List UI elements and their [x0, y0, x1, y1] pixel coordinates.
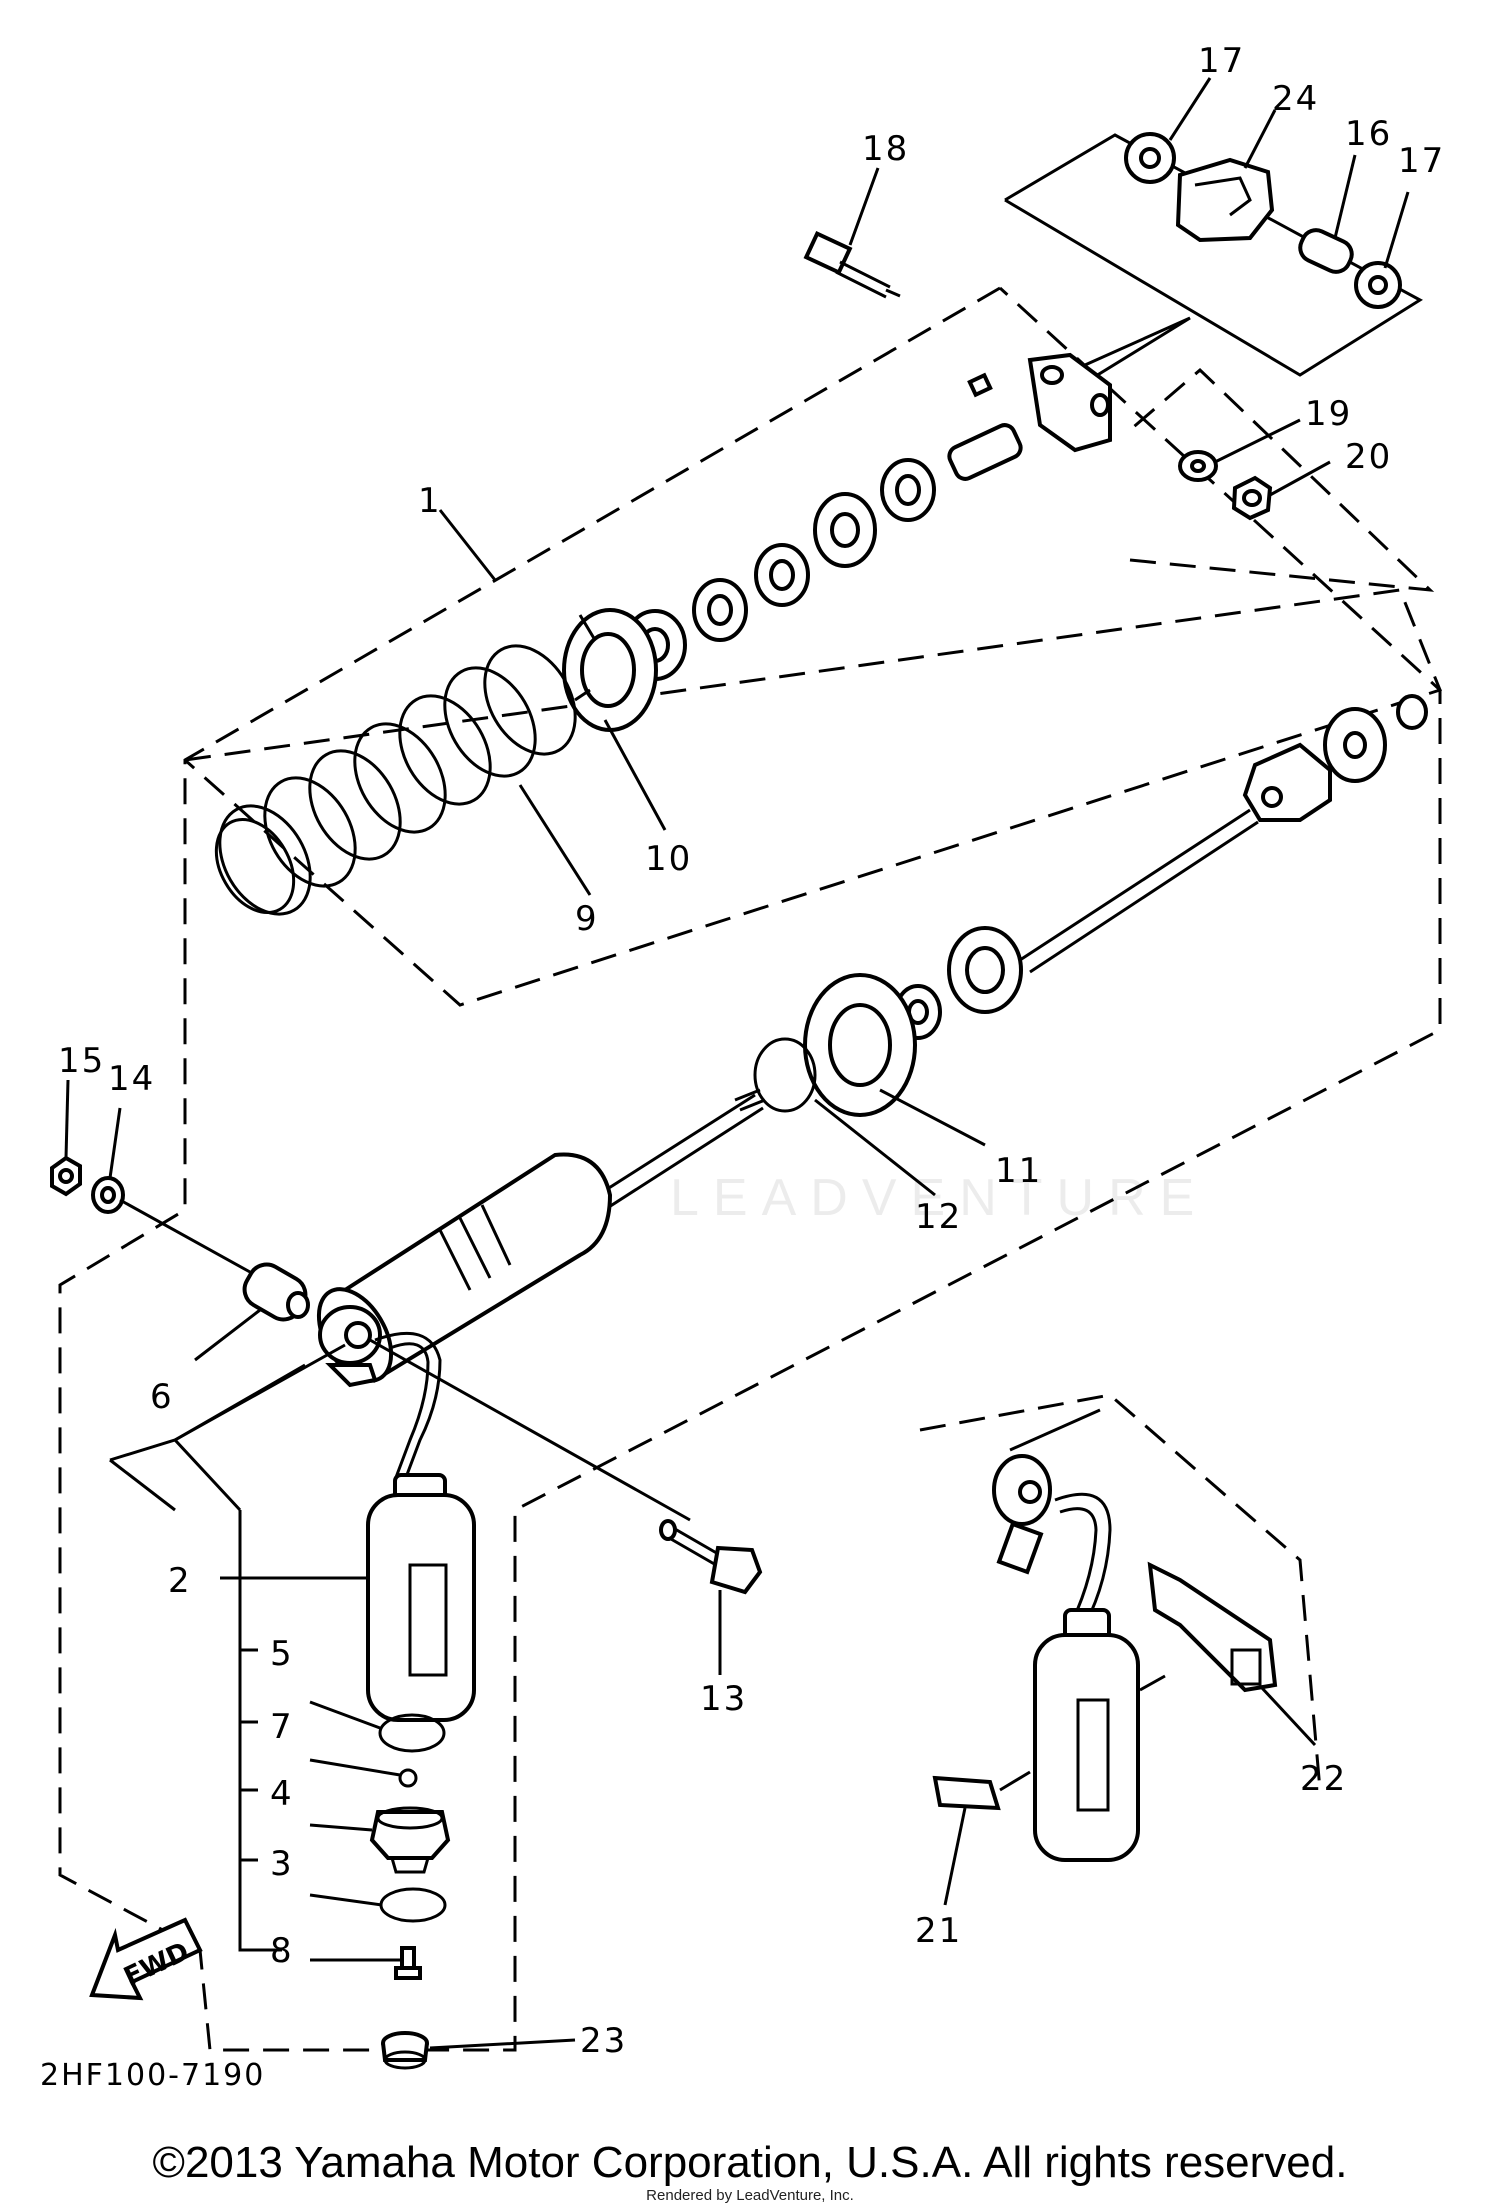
callout-2: 2: [168, 1561, 192, 1601]
band-22: [1147, 1561, 1278, 1693]
callout-24: 24: [1272, 79, 1319, 119]
washer-7: [398, 1768, 418, 1788]
nut-20: [1231, 475, 1273, 521]
collar-17-lower: [1354, 261, 1402, 309]
detail-hose: [1054, 1492, 1112, 1626]
callout-19: 19: [1305, 394, 1352, 434]
bolt-axis-line-left: [119, 1198, 251, 1274]
rod-end-bumper: [1242, 694, 1428, 822]
upper-clevis: [1027, 352, 1112, 453]
callout-17-lower: 17: [1398, 141, 1445, 181]
rod-guide: [947, 926, 1023, 1014]
callout-23: 23: [580, 2021, 627, 2061]
pad-21: [932, 1775, 1001, 1811]
screw-8: [394, 1946, 422, 1980]
copyright-notice: ©2013 Yamaha Motor Corporation, U.S.A. A…: [152, 2138, 1348, 2187]
bolt-18: [803, 230, 901, 299]
callout-1-bracket: [109, 1438, 242, 1512]
callout-13: 13: [700, 1679, 747, 1719]
shock-eye: [318, 1305, 382, 1388]
collar-6: [242, 1262, 310, 1322]
callout-1: 1: [418, 481, 442, 521]
cap-4: [369, 1806, 451, 1874]
callout-18: 18: [862, 129, 909, 169]
cap-23: [381, 2031, 429, 2070]
upper-bracket-outline: [1129, 367, 1435, 592]
callout-20: 20: [1345, 437, 1392, 477]
bolt-13: [659, 1519, 763, 1595]
collar-17-upper: [1124, 132, 1176, 184]
callout-16: 16: [1345, 114, 1392, 154]
bracket-group-outline: [1004, 133, 1423, 397]
shock-shaft: [589, 1088, 766, 1216]
spring-9: [214, 644, 577, 916]
washer-14: [91, 1176, 125, 1214]
callout-15: 15: [58, 1041, 105, 1081]
callout-9: 9: [575, 899, 599, 939]
callout-10: 10: [645, 839, 692, 879]
callout-5: 5: [270, 1634, 294, 1674]
figure-code: 2HF100-7190: [40, 2058, 265, 2093]
nut-15: [50, 1155, 82, 1197]
detail-shock-eye: [992, 1408, 1101, 1575]
bolt-axis-line-right: [369, 1338, 691, 1522]
washer-19: [1178, 450, 1218, 482]
callout-14: 14: [108, 1059, 155, 1099]
lower-spring-seat-11: [803, 973, 917, 1117]
pad-leader: [999, 1770, 1031, 1792]
hose: [374, 1331, 442, 1481]
detail-reservoir: [1033, 1608, 1140, 1862]
adjuster-washers: [623, 458, 936, 681]
callout-21: 21: [915, 1911, 962, 1951]
callout-22: 22: [1300, 1759, 1347, 1799]
callout-8: 8: [270, 1931, 294, 1971]
callout-11: 11: [995, 1151, 1042, 1191]
reservoir-detail-outline: [919, 1393, 1322, 1791]
assembly-outline-1: [58, 286, 1442, 2052]
callout-6: 6: [150, 1377, 174, 1417]
reservoir: [366, 1473, 476, 1722]
spring-seat-10: [562, 608, 658, 732]
callout-12: 12: [915, 1197, 962, 1237]
piston-rod: [1019, 808, 1259, 974]
rendered-by-credit: Rendered by LeadVenture, Inc.: [646, 2187, 854, 2204]
spacer-16: [1298, 228, 1354, 274]
leadventure-watermark: LEADVENTURE: [670, 1169, 1209, 1227]
callout-4: 4: [270, 1774, 294, 1814]
fwd-arrow-icon: FWD: [89, 1917, 203, 2001]
o-ring-12: [753, 1037, 817, 1113]
spring-group-outline: [184, 588, 1442, 1007]
o-ring-3: [379, 1887, 447, 1923]
callout-3: 3: [270, 1844, 294, 1884]
callout-leaders: [64, 77, 1410, 2050]
callout-bracket-stem: [238, 1510, 282, 1952]
adjuster-rod: [947, 372, 1023, 481]
callout-17-upper: 17: [1198, 41, 1245, 81]
band-leader: [1139, 1674, 1166, 1692]
o-ring-5: [378, 1713, 446, 1753]
callout-7: 7: [270, 1707, 294, 1747]
bushing-24: [1175, 157, 1275, 243]
